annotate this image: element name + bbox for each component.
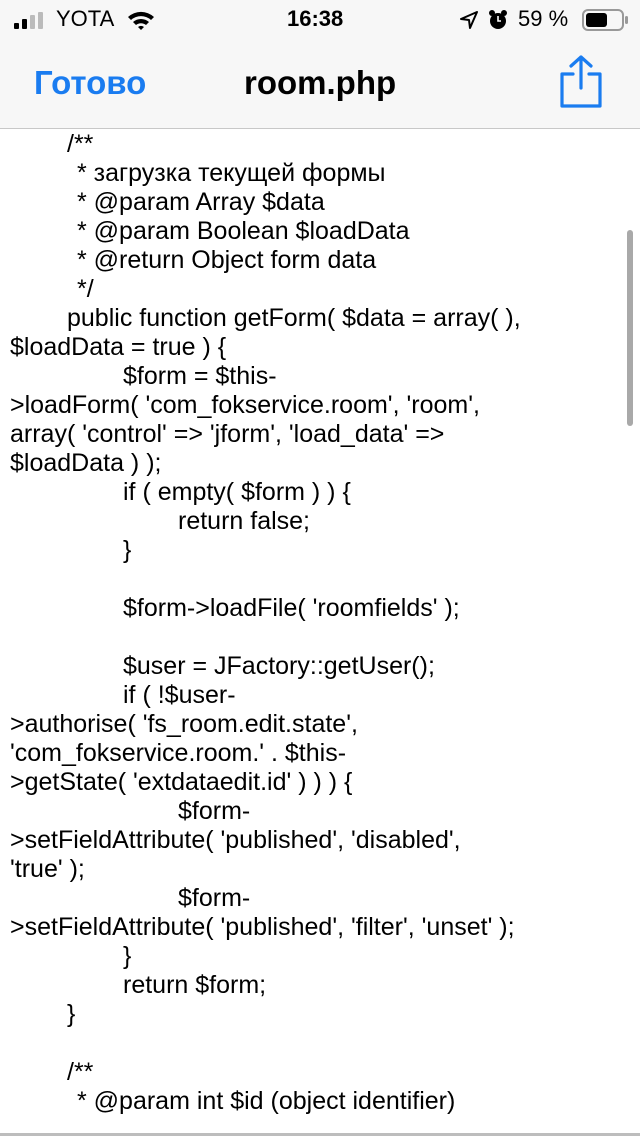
code-line: >authorise( 'fs_room.edit.state', [10,710,358,738]
wifi-icon [128,11,154,30]
page-title: room.php [244,64,397,101]
battery-percentage: 59 % [518,6,569,31]
code-line: 'true' ); [10,855,85,883]
code-line: $loadData = true ) { [10,333,227,361]
code-line: $form- [178,884,251,912]
code-line: } [67,1000,76,1028]
code-line: >getState( 'extdataedit.id' ) ) ) { [10,768,353,796]
code-line: array( 'control' => 'jform', 'load_data'… [10,420,445,448]
battery-icon [582,9,628,31]
location-arrow-icon [460,11,478,29]
code-line: * @return Object form data [77,246,377,274]
code-line: } [123,942,132,970]
code-line: if ( !$user- [123,681,236,709]
done-button[interactable]: Готово [34,64,147,101]
cellular-signal-icon [14,12,43,29]
share-icon[interactable] [556,54,606,110]
alarm-icon [489,10,507,29]
bottom-toolbar-edge [0,1133,640,1136]
code-line: $form->loadFile( 'roomfields' ); [123,594,460,622]
code-line: $loadData ) ); [10,449,162,477]
vertical-scrollbar[interactable] [627,230,633,426]
code-line: $form- [178,797,251,825]
code-line: $user = JFactory::getUser(); [123,652,435,680]
code-line: 'com_fokservice.room.' . $this- [10,739,347,767]
code-line: $form = $this- [123,362,277,390]
code-line: /** [67,130,94,158]
navigation-header: YOTA 16:38 59 % Готово room.php [0,0,640,129]
code-line: public function getForm( $data = array( … [67,304,521,332]
code-line: * @param int $id (object identifier) [77,1087,456,1115]
code-line: */ [77,275,94,303]
code-line [0,623,640,652]
code-line: * загрузка текущей формы [77,159,386,187]
code-document[interactable]: /*** загрузка текущей формы* @param Arra… [0,130,640,1116]
clock: 16:38 [287,6,344,31]
code-line: /** [67,1058,94,1086]
code-line [0,565,640,594]
code-line: return false; [178,507,311,535]
code-line: if ( empty( $form ) ) { [123,478,351,506]
code-line: >setFieldAttribute( 'published', 'disabl… [10,826,461,854]
code-line: >setFieldAttribute( 'published', 'filter… [10,913,515,941]
code-line: * @param Boolean $loadData [77,217,410,245]
code-line: } [123,536,132,564]
code-line: * @param Array $data [77,188,325,216]
carrier-name: YOTA [56,6,115,31]
code-line [0,1029,640,1058]
code-line: return $form; [123,971,267,999]
code-line: >loadForm( 'com_fokservice.room', 'room'… [10,391,480,419]
